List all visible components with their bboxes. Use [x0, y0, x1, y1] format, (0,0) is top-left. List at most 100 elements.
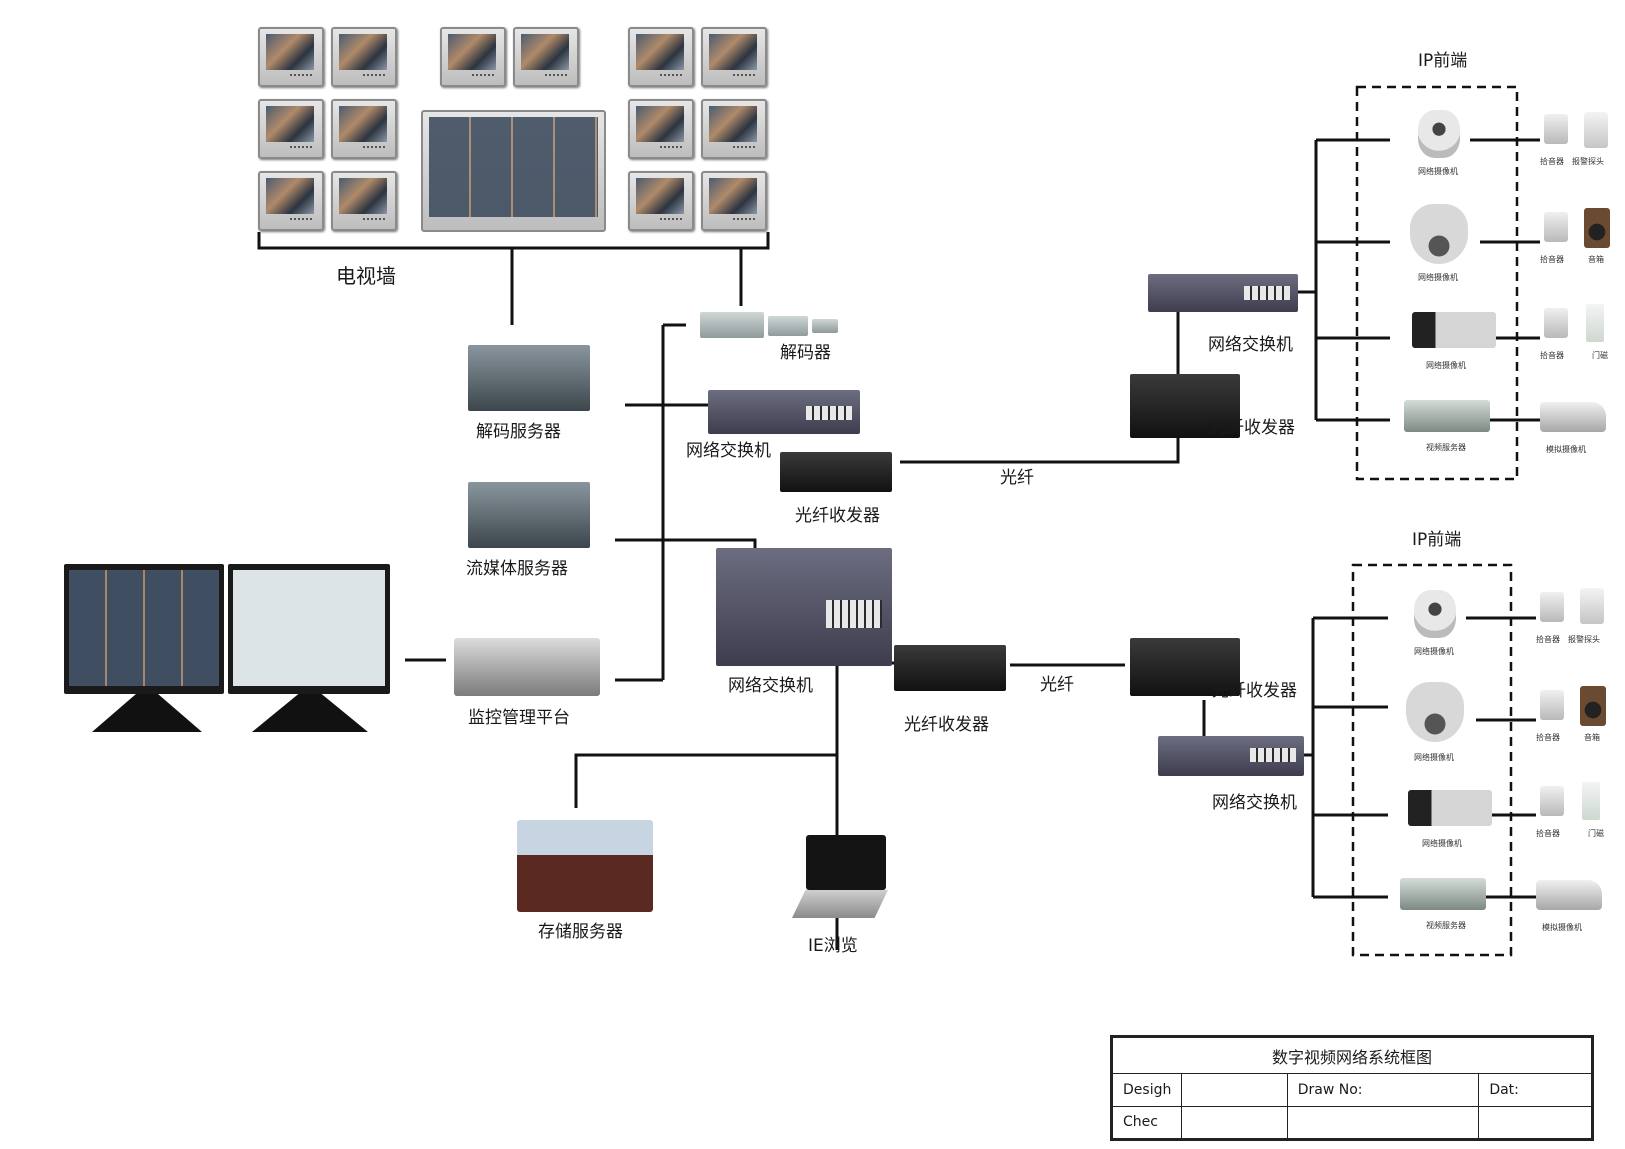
mgmt-platform-label: 监控管理平台	[468, 708, 570, 728]
transceiver-top-label: 光纤收发器	[795, 506, 880, 526]
front1-pickup3-label: 拾音器	[1540, 351, 1564, 360]
front1-transceiver-label: 光纤收发器	[1210, 418, 1295, 438]
front2-door-label: 门磁	[1588, 829, 1604, 838]
front2-pickup3-label: 拾音器	[1536, 829, 1560, 838]
wall-monitor	[331, 99, 397, 159]
draw-no-label: Draw No:	[1286, 1073, 1480, 1107]
speaker-icon	[1580, 686, 1606, 726]
front1-video-server-label: 视频服务器	[1426, 443, 1466, 452]
front1-cam3-label: 网络摄像机	[1426, 361, 1466, 370]
wall-monitor	[513, 27, 579, 87]
decode-server-label: 解码服务器	[476, 422, 561, 442]
network-switch-icon	[1158, 736, 1304, 776]
box-camera-icon	[1408, 790, 1492, 826]
front2-speaker-label: 音箱	[1584, 733, 1600, 742]
front1-switch-label: 网络交换机	[1208, 335, 1293, 355]
decoder-icon	[812, 319, 838, 333]
date-label: Dat:	[1478, 1073, 1592, 1107]
fiber-transceiver-icon	[894, 645, 1006, 691]
network-switch-icon	[1148, 274, 1298, 312]
front2-title: IP前端	[1412, 530, 1462, 550]
alarm-detector-icon	[1584, 112, 1608, 148]
laptop-icon	[792, 835, 892, 923]
front1-title: IP前端	[1418, 51, 1468, 71]
speaker-icon	[1584, 208, 1610, 248]
decoder-icon	[700, 312, 764, 338]
sound-pickup-icon	[1544, 212, 1568, 242]
transceiver-mid-label: 光纤收发器	[904, 715, 989, 735]
dome-camera-icon	[1410, 204, 1468, 264]
fiber-mid-label: 光纤	[1040, 675, 1074, 695]
decoder-label: 解码器	[780, 343, 831, 363]
front2-cam3-label: 网络摄像机	[1422, 839, 1462, 848]
front2-cam1-label: 网络摄像机	[1414, 647, 1454, 656]
front2-cam2-label: 网络摄像机	[1414, 753, 1454, 762]
front2-alarm-label: 报警探头	[1568, 635, 1600, 644]
decode-server-icon	[468, 345, 590, 411]
front1-door-label: 门磁	[1592, 351, 1608, 360]
design-label: Desigh	[1111, 1073, 1183, 1107]
front2-pickup1-label: 拾音器	[1536, 635, 1560, 644]
fiber-transceiver-icon	[780, 452, 892, 492]
ie-browse-label: IE浏览	[808, 936, 858, 956]
fiber-top-label: 光纤	[1000, 468, 1034, 488]
check-label: Chec	[1111, 1105, 1183, 1140]
front2-switch-label: 网络交换机	[1212, 793, 1297, 813]
core-switch-icon	[716, 548, 892, 666]
wall-monitor	[701, 27, 767, 87]
front1-analog-cam-label: 模拟摄像机	[1546, 445, 1586, 454]
network-switch-icon	[708, 390, 860, 434]
video-server-icon	[1404, 400, 1490, 432]
alarm-detector-icon	[1580, 588, 1604, 624]
front1-cam1-label: 网络摄像机	[1418, 167, 1458, 176]
center-monitor	[421, 110, 606, 232]
wall-monitor	[258, 99, 324, 159]
analog-camera-icon	[1540, 402, 1606, 432]
design-value	[1181, 1073, 1288, 1107]
title-block: 数字视频网络系统框图 Desigh Draw No: Dat: Chec	[1110, 1035, 1594, 1141]
wall-monitor	[628, 171, 694, 231]
tv-wall-label: 电视墙	[336, 264, 396, 288]
box-camera-icon	[1412, 312, 1496, 348]
front2-transceiver-label: 光纤收发器	[1212, 681, 1297, 701]
core-switch-label: 网络交换机	[728, 676, 813, 696]
dual-monitor-icon	[64, 564, 390, 694]
title-block-title: 数字视频网络系统框图	[1112, 1036, 1592, 1075]
sound-pickup-icon	[1544, 308, 1568, 338]
wall-monitor	[331, 171, 397, 231]
wall-monitor	[701, 171, 767, 231]
storage-server-icon	[517, 820, 653, 912]
front2-video-server-label: 视频服务器	[1426, 921, 1466, 930]
wall-monitor	[331, 27, 397, 87]
ptz-network-camera-icon	[1418, 110, 1460, 158]
ptz-network-camera-icon	[1414, 590, 1456, 638]
wall-monitor	[701, 99, 767, 159]
management-server-icon	[454, 638, 600, 696]
front2-pickup2-label: 拾音器	[1536, 733, 1560, 742]
front1-speaker-label: 音箱	[1588, 255, 1604, 264]
wall-monitor	[258, 171, 324, 231]
front1-pickup2-label: 拾音器	[1540, 255, 1564, 264]
wall-monitor	[628, 99, 694, 159]
door-sensor-icon	[1582, 782, 1600, 820]
draw-no-value	[1286, 1105, 1480, 1140]
streaming-server-icon	[468, 482, 590, 548]
wall-monitor	[440, 27, 506, 87]
front1-alarm-label: 报警探头	[1572, 157, 1604, 166]
sound-pickup-icon	[1540, 592, 1564, 622]
streaming-server-label: 流媒体服务器	[466, 559, 568, 579]
storage-server-label: 存储服务器	[538, 922, 623, 942]
front1-cam2-label: 网络摄像机	[1418, 273, 1458, 282]
front2-analog-cam-label: 模拟摄像机	[1542, 923, 1582, 932]
front1-pickup1-label: 拾音器	[1540, 157, 1564, 166]
check-value	[1181, 1105, 1288, 1140]
date-value	[1478, 1105, 1592, 1140]
fiber-transceiver-icon	[1130, 374, 1240, 438]
analog-camera-icon	[1536, 880, 1602, 910]
wall-monitor	[258, 27, 324, 87]
fiber-transceiver-icon	[1130, 638, 1240, 696]
sound-pickup-icon	[1540, 786, 1564, 816]
sound-pickup-icon	[1540, 690, 1564, 720]
sound-pickup-icon	[1544, 114, 1568, 144]
switch-top-label: 网络交换机	[686, 441, 771, 461]
